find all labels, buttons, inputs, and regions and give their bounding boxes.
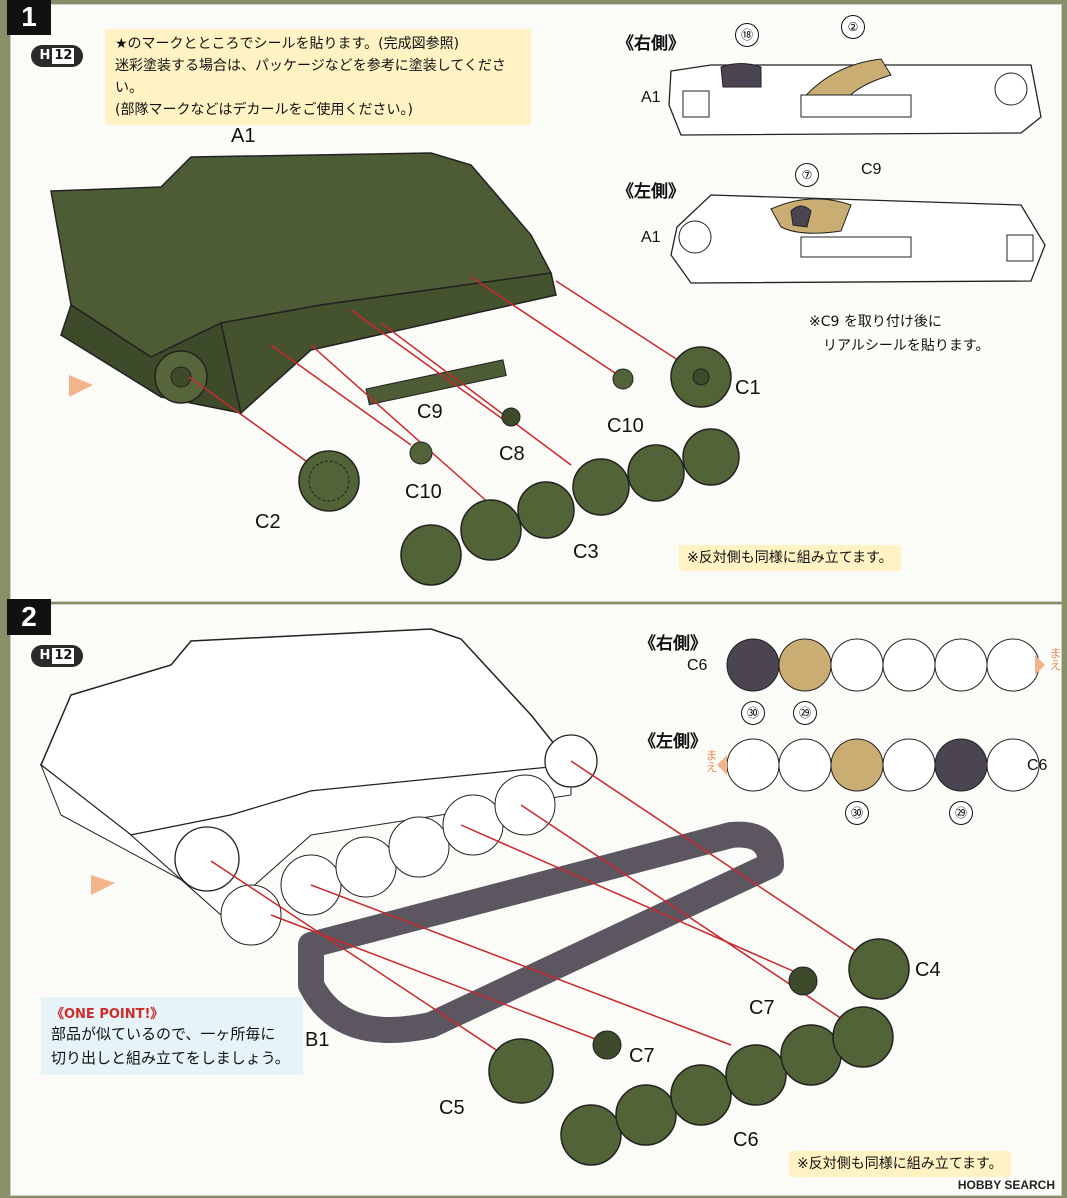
front-label-left: まえ: [704, 749, 718, 773]
part-label-b1: B1: [305, 1029, 330, 1051]
part-label-c3: C3: [573, 541, 599, 563]
one-point-title: 《ONE POINT!》: [51, 1007, 164, 1022]
parts-step2: [488, 938, 910, 1166]
front-arrow-icon: [69, 375, 93, 397]
step-2-illustration: [39, 628, 1045, 1166]
sticker-7: ⑦: [795, 163, 819, 187]
track-b1: [298, 821, 784, 1043]
side-view-left: [670, 194, 1046, 284]
sticker-30-right: ㉚: [741, 701, 765, 725]
part-label-c6-right: C6: [687, 657, 708, 674]
side-view-right: [668, 58, 1042, 136]
part-label-a1-left: A1: [641, 229, 661, 246]
front-arrow-icon-left: [717, 755, 727, 775]
front-label-right: まえ: [1048, 647, 1062, 671]
c9-note-line-2: リアルシールを貼ります。: [823, 338, 990, 354]
watermark: HOBBY SEARCH: [957, 1178, 1055, 1192]
badge-number: 12: [52, 648, 75, 664]
parts-step1: [298, 346, 740, 586]
hull-a1: [50, 152, 557, 415]
part-label-c10-b: C10: [405, 481, 442, 503]
note-line-1: ★のマークとところでシールを貼ります。(完成図参照): [115, 36, 460, 52]
sticker-note: ★のマークとところでシールを貼ります。(完成図参照) 迷彩塗装する場合は、パッケ…: [105, 29, 531, 125]
step-1-illustration: [50, 58, 1046, 586]
right-side-label: 《右側》: [617, 34, 685, 54]
front-arrow-icon: [91, 875, 115, 895]
sticker-30-left: ㉚: [845, 801, 869, 825]
part-label-c8: C8: [499, 443, 525, 465]
sticker-18: ⑱: [735, 23, 759, 47]
part-label-c5: C5: [439, 1097, 465, 1119]
front-arrow-icon-right: [1035, 655, 1045, 675]
badge-prefix: H: [39, 48, 51, 63]
part-label-c6-left: C6: [1027, 757, 1048, 774]
part-label-c9: C9: [417, 401, 443, 423]
opposite-side-note-2: ※反対側も同様に組み立てます。: [789, 1151, 1011, 1177]
step-number: 1: [7, 0, 51, 35]
left-side-label: 《左側》: [639, 732, 707, 752]
road-wheels-outline: [220, 774, 556, 946]
part-label-c1: C1: [735, 377, 761, 399]
opposite-side-note-1: ※反対側も同様に組み立てます。: [679, 545, 901, 571]
note-line-3: (部隊マークなどはデカールをご使用ください。): [115, 102, 413, 118]
sticker-2: ②: [841, 15, 865, 39]
left-side-label: 《左側》: [617, 182, 685, 202]
part-label-a1-right: A1: [641, 89, 661, 106]
part-label-c7-a: C7: [749, 997, 775, 1019]
part-label-c10-a: C10: [607, 415, 644, 437]
part-label-c6: C6: [733, 1129, 759, 1151]
one-point-line-2: 切り出しと組み立てをしましょう。: [51, 1049, 290, 1067]
sticker-29-left: ㉙: [949, 801, 973, 825]
part-label-c7-b: C7: [629, 1045, 655, 1067]
note-line-2: 迷彩塗装する場合は、パッケージなどを参考に塗装してください。: [115, 58, 506, 96]
badge-prefix: H: [39, 648, 51, 663]
wheel-decal-row-right: [726, 638, 1040, 692]
one-point-tip: 《ONE POINT!》 部品が似ているので、一ヶ所毎に 切り出しと組み立てをし…: [41, 997, 303, 1075]
part-label-c9-top: C9: [861, 161, 882, 178]
sticker-29-right: ㉙: [793, 701, 817, 725]
part-label-c4: C4: [915, 959, 941, 981]
step-number: 2: [7, 599, 51, 635]
c9-note-line-1: ※C9 を取り付け後に: [809, 314, 942, 330]
part-label-c2: C2: [255, 511, 281, 533]
one-point-line-1: 部品が似ているので、一ヶ所毎に: [51, 1025, 276, 1043]
badge-number: 12: [52, 48, 75, 64]
right-side-label: 《右側》: [639, 634, 707, 654]
part-label-a1: A1: [231, 125, 256, 147]
wheel-decal-row-left: [726, 738, 1040, 792]
